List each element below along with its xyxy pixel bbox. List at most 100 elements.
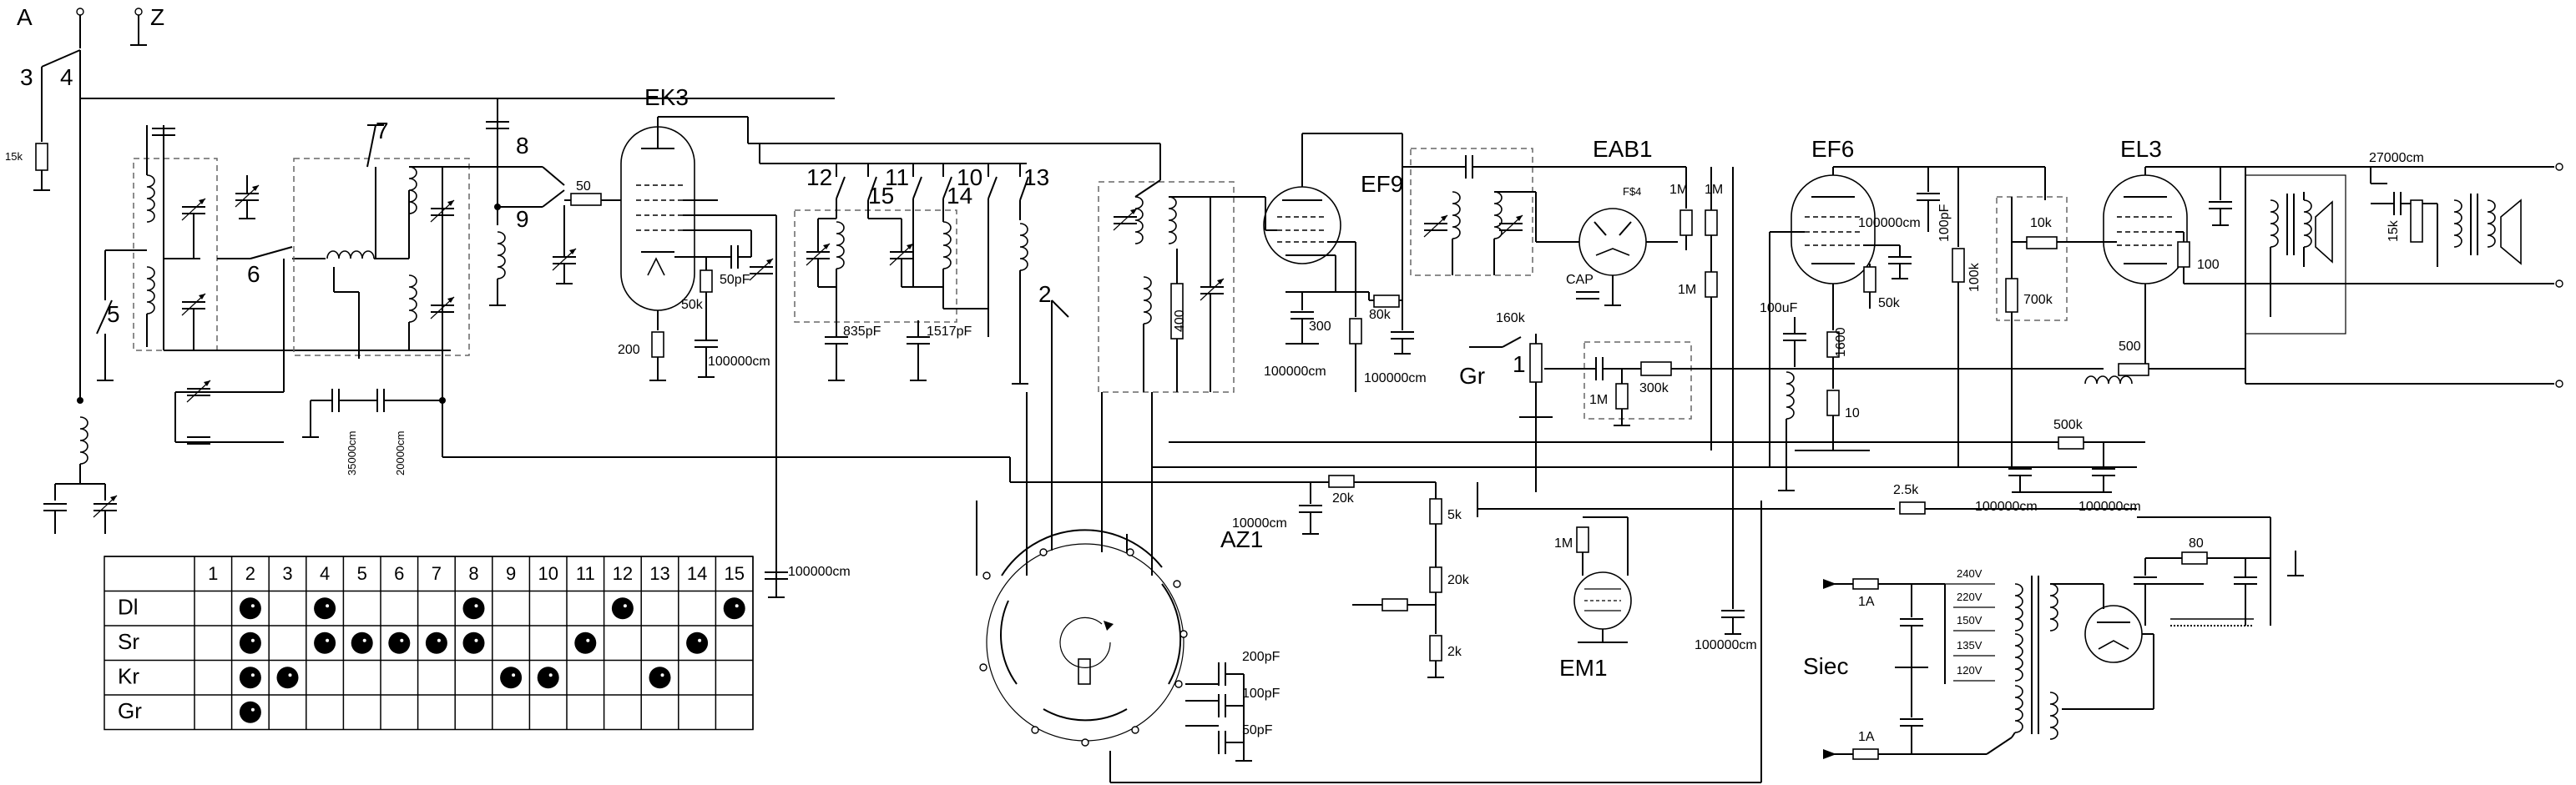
decoupling-section: 20k 10000cm 5k 20k 2k 2.5k 500k: [1009, 418, 2145, 678]
resistor-500k-label: 500k: [2053, 418, 2084, 432]
diode-marker-label: F$4: [1623, 185, 1641, 198]
switch-10-label: 10: [957, 164, 982, 190]
table-contact-dot: [611, 597, 634, 620]
resistor-400-label: 400: [1173, 309, 1187, 332]
table-row-label: Sr: [118, 629, 139, 654]
cap-100000-a-label: 100000cm: [1975, 500, 2038, 514]
tap-150-label: 150V: [1957, 614, 1983, 626]
table-contact-highlight: [288, 673, 292, 677]
switch-9-label: 9: [516, 206, 529, 232]
tube-ef9-label: EF9: [1361, 171, 1403, 197]
switch-5-label: 5: [107, 301, 120, 327]
cap-50pf-b-label: 50pF: [1242, 723, 1273, 737]
tap-240-label: 240V: [1957, 567, 1983, 580]
table-column-header: 11: [576, 563, 595, 584]
resistor-1m-c-label: 1M: [1678, 283, 1696, 297]
cap-100000-b-label: 100000cm: [2078, 500, 2141, 514]
waveband-switch-disc: 200pF 100pF 50pF: [976, 392, 1762, 783]
resistor-20k-a-label: 20k: [1332, 491, 1355, 506]
switch-12-label: 12: [806, 164, 832, 190]
table-contact-dot: [314, 632, 336, 654]
table-column-header: 13: [649, 563, 669, 584]
cap-200pf-label: 200pF: [1242, 650, 1280, 664]
resistor-10-label: 10: [1845, 406, 1860, 420]
cap-ef6-100000-label: 100000cm: [1858, 216, 1921, 230]
tube-az1-label: AZ1: [1220, 526, 1263, 552]
tube-eab1-label: EAB1: [1593, 136, 1653, 162]
table-contact-highlight: [623, 604, 627, 608]
tap-220-label: 220V: [1957, 591, 1983, 603]
table-column-header: 9: [506, 563, 516, 584]
resistor-5k-label: 5k: [1447, 508, 1462, 522]
antenna-section: A Z 3 4 15k 5: [5, 4, 835, 534]
switch-2-label: 2: [1038, 281, 1052, 307]
ground-terminal-label: Z: [150, 4, 164, 30]
power-supply-section: AZ1 Siec 1A 1A 240V 220V 150V 135V 120V: [1220, 516, 2304, 760]
resistor-100k-label: 100k: [1967, 262, 1982, 292]
table-contact-highlight: [660, 673, 664, 677]
cap-100uf-label: 100uF: [1760, 301, 1798, 315]
tap-135-label: 135V: [1957, 639, 1983, 652]
resistor-80-label: 80: [2189, 536, 2204, 551]
resistor-1600-label: 1600: [1834, 327, 1848, 357]
table-contact-highlight: [698, 638, 702, 642]
switch-13-label: 13: [1023, 164, 1049, 190]
table-contact-dot: [239, 667, 261, 689]
table-column-header: 4: [320, 563, 330, 584]
switch-1-label: 1: [1513, 351, 1526, 377]
switch-3-label: 3: [20, 64, 33, 90]
table-contact-dot: [276, 667, 299, 689]
cap-ef9-100000-label: 100000cm: [1264, 365, 1326, 379]
resistor-2-5k-label: 2.5k: [1893, 483, 1919, 497]
table-contact-highlight: [362, 638, 366, 642]
switch-4-label: 4: [60, 64, 73, 90]
table-column-header: 14: [687, 563, 707, 584]
resistor-700k-label: 700k: [2023, 293, 2053, 307]
cap-table-100000-label: 100000cm: [788, 565, 851, 579]
el3-section: 10k 700k EL3 100: [1996, 136, 2563, 467]
resistor-20k-b-label: 20k: [1447, 573, 1470, 587]
resistor-10k-label: 10k: [2030, 216, 2053, 230]
resistor-2k-label: 2k: [1447, 645, 1462, 659]
cap-300-label: 300: [1309, 320, 1331, 334]
resistor-50k-label: 50k: [681, 298, 704, 312]
table-row-label: Dl: [118, 595, 139, 620]
table-row-label: Gr: [118, 698, 142, 723]
oscillator-section: 6 7 35000cm 20000cm: [217, 98, 1010, 476]
table-column-header: 8: [468, 563, 478, 584]
tap-120-label: 120V: [1957, 664, 1983, 677]
table-contact-highlight: [250, 604, 255, 608]
fuse-b-label: 1A: [1858, 730, 1875, 744]
table-contact-highlight: [512, 673, 516, 677]
tube-em1-label: EM1: [1559, 655, 1608, 681]
fuse-a-label: 1A: [1858, 595, 1875, 609]
table-contact-dot: [537, 667, 559, 689]
ef6-section: EF6 100000cm 50k 1600 10 100uF: [1760, 136, 2045, 491]
table-contact-highlight: [548, 673, 553, 677]
table-column-header: 6: [394, 563, 404, 584]
table-contact-dot: [239, 597, 261, 620]
switch-6-label: 6: [247, 261, 260, 287]
resistor-em1-1m-label: 1M: [1554, 536, 1573, 551]
cap-ef9-100000b-label: 100000cm: [1364, 371, 1427, 385]
cap-100pf-label: 100pF: [1242, 687, 1280, 701]
resistor-160k-label: 160k: [1496, 311, 1526, 325]
resistor-80k-label: 80k: [1369, 308, 1392, 322]
mains-label: Siec: [1803, 653, 1848, 679]
tube-ek3-label: EK3: [644, 84, 689, 110]
table-contact-highlight: [735, 604, 739, 608]
tube-ef6-label: EF6: [1811, 136, 1854, 162]
table-row-label: Kr: [118, 664, 139, 689]
table-contact-highlight: [474, 604, 478, 608]
resistor-ef6-50k-label: 50k: [1878, 296, 1901, 310]
table-column-header: 3: [282, 563, 292, 584]
resistor-1m-b-label: 1M: [1705, 183, 1723, 197]
cap-20000-label: 20000cm: [394, 431, 407, 476]
resistor-1m-a-label: 1M: [1669, 183, 1688, 197]
switch-7-label: 7: [376, 118, 389, 143]
resistor-50-label: 50: [576, 179, 591, 194]
switch-14-label: 14: [947, 183, 972, 209]
antenna-terminal-label: A: [17, 4, 33, 30]
